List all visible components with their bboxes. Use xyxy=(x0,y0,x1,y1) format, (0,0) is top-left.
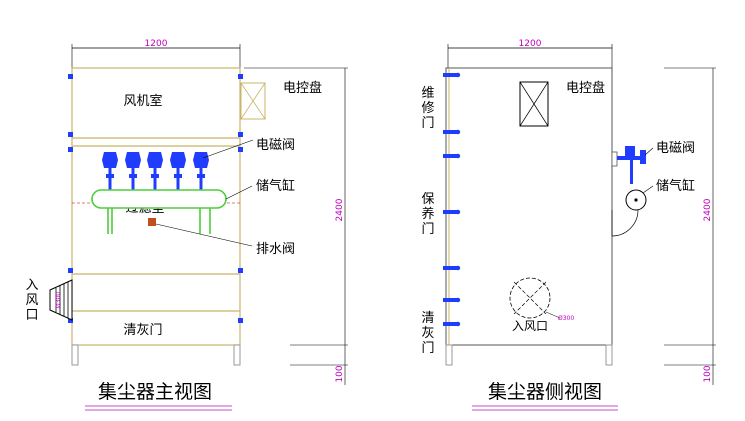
side-guard-door-1: 保 xyxy=(421,192,434,207)
front-air-tank xyxy=(91,189,227,209)
side-leg-right xyxy=(605,344,613,366)
front-inlet-char-1: 入 xyxy=(25,278,38,293)
front-leg-right xyxy=(233,344,241,366)
side-inlet-label: 入风口 xyxy=(512,319,548,333)
front-solenoid-leader xyxy=(202,139,254,159)
side-leg-left xyxy=(445,344,453,366)
side-view-title: 集尘器侧视图 xyxy=(488,381,602,403)
ash-door-label: 清灰门 xyxy=(123,323,162,338)
front-inlet-dia: Ø300 xyxy=(55,292,62,308)
side-door-latches xyxy=(443,73,457,326)
front-tank-label: 储气缸 xyxy=(256,178,295,194)
side-guard-door-2: 养 xyxy=(421,206,434,222)
side-ash-door-1: 清 xyxy=(421,311,434,326)
front-height-label: 2400 xyxy=(335,198,345,221)
side-tank-label: 储气缸 xyxy=(656,178,695,194)
front-view: 1200 风机室 过滤室 清灰门 电控盘 xyxy=(25,39,348,411)
side-inlet: Ø300 xyxy=(509,277,574,322)
side-maint-door-2: 修 xyxy=(421,101,434,116)
side-ash-door-2: 灰 xyxy=(421,326,434,341)
front-view-title: 集尘器主视图 xyxy=(98,381,212,403)
side-ash-door-3: 门 xyxy=(421,341,434,356)
fan-room-label: 风机室 xyxy=(123,93,162,109)
side-solenoid-valve xyxy=(611,146,646,184)
side-width-label: 1200 xyxy=(519,39,542,49)
side-height-dimension: 2400 100 xyxy=(664,67,716,385)
front-leg-label: 100 xyxy=(335,365,345,382)
front-leg-left xyxy=(71,344,79,366)
front-drain-valve xyxy=(148,218,156,226)
side-solenoid-label: 电磁阀 xyxy=(656,141,695,156)
front-tank-leader xyxy=(225,185,253,200)
side-maint-door-3: 门 xyxy=(421,116,434,131)
side-control-panel-label: 电控盘 xyxy=(566,80,605,96)
side-maint-door-1: 维 xyxy=(421,86,434,101)
front-solenoid-label: 电磁阀 xyxy=(256,138,295,153)
front-height-dimension: 2400 100 xyxy=(244,67,348,385)
side-view: 1200 维 修 门 保 养 门 清 灰 门 xyxy=(421,39,716,411)
front-width-dimension: 1200 xyxy=(71,39,241,68)
front-solenoid-valves xyxy=(102,152,209,194)
side-width-dimension: 1200 xyxy=(447,39,613,68)
front-drain-leader xyxy=(155,223,253,247)
front-drain-label: 排水阀 xyxy=(256,242,295,257)
side-tank-bracket xyxy=(611,209,639,237)
side-door-knobs xyxy=(455,72,461,327)
front-control-panel-label: 电控盘 xyxy=(283,80,322,96)
side-inlet-dia: Ø300 xyxy=(558,315,574,322)
front-bolts xyxy=(68,74,243,323)
front-inlet-char-3: 口 xyxy=(25,308,38,323)
side-guard-door-3: 门 xyxy=(421,222,434,237)
front-width-label: 1200 xyxy=(145,39,168,49)
side-height-label: 2400 xyxy=(703,198,713,221)
front-inlet-cone: Ø300 xyxy=(49,279,73,321)
front-inlet-char-2: 风 xyxy=(25,293,38,308)
side-leg-label: 100 xyxy=(703,365,713,382)
